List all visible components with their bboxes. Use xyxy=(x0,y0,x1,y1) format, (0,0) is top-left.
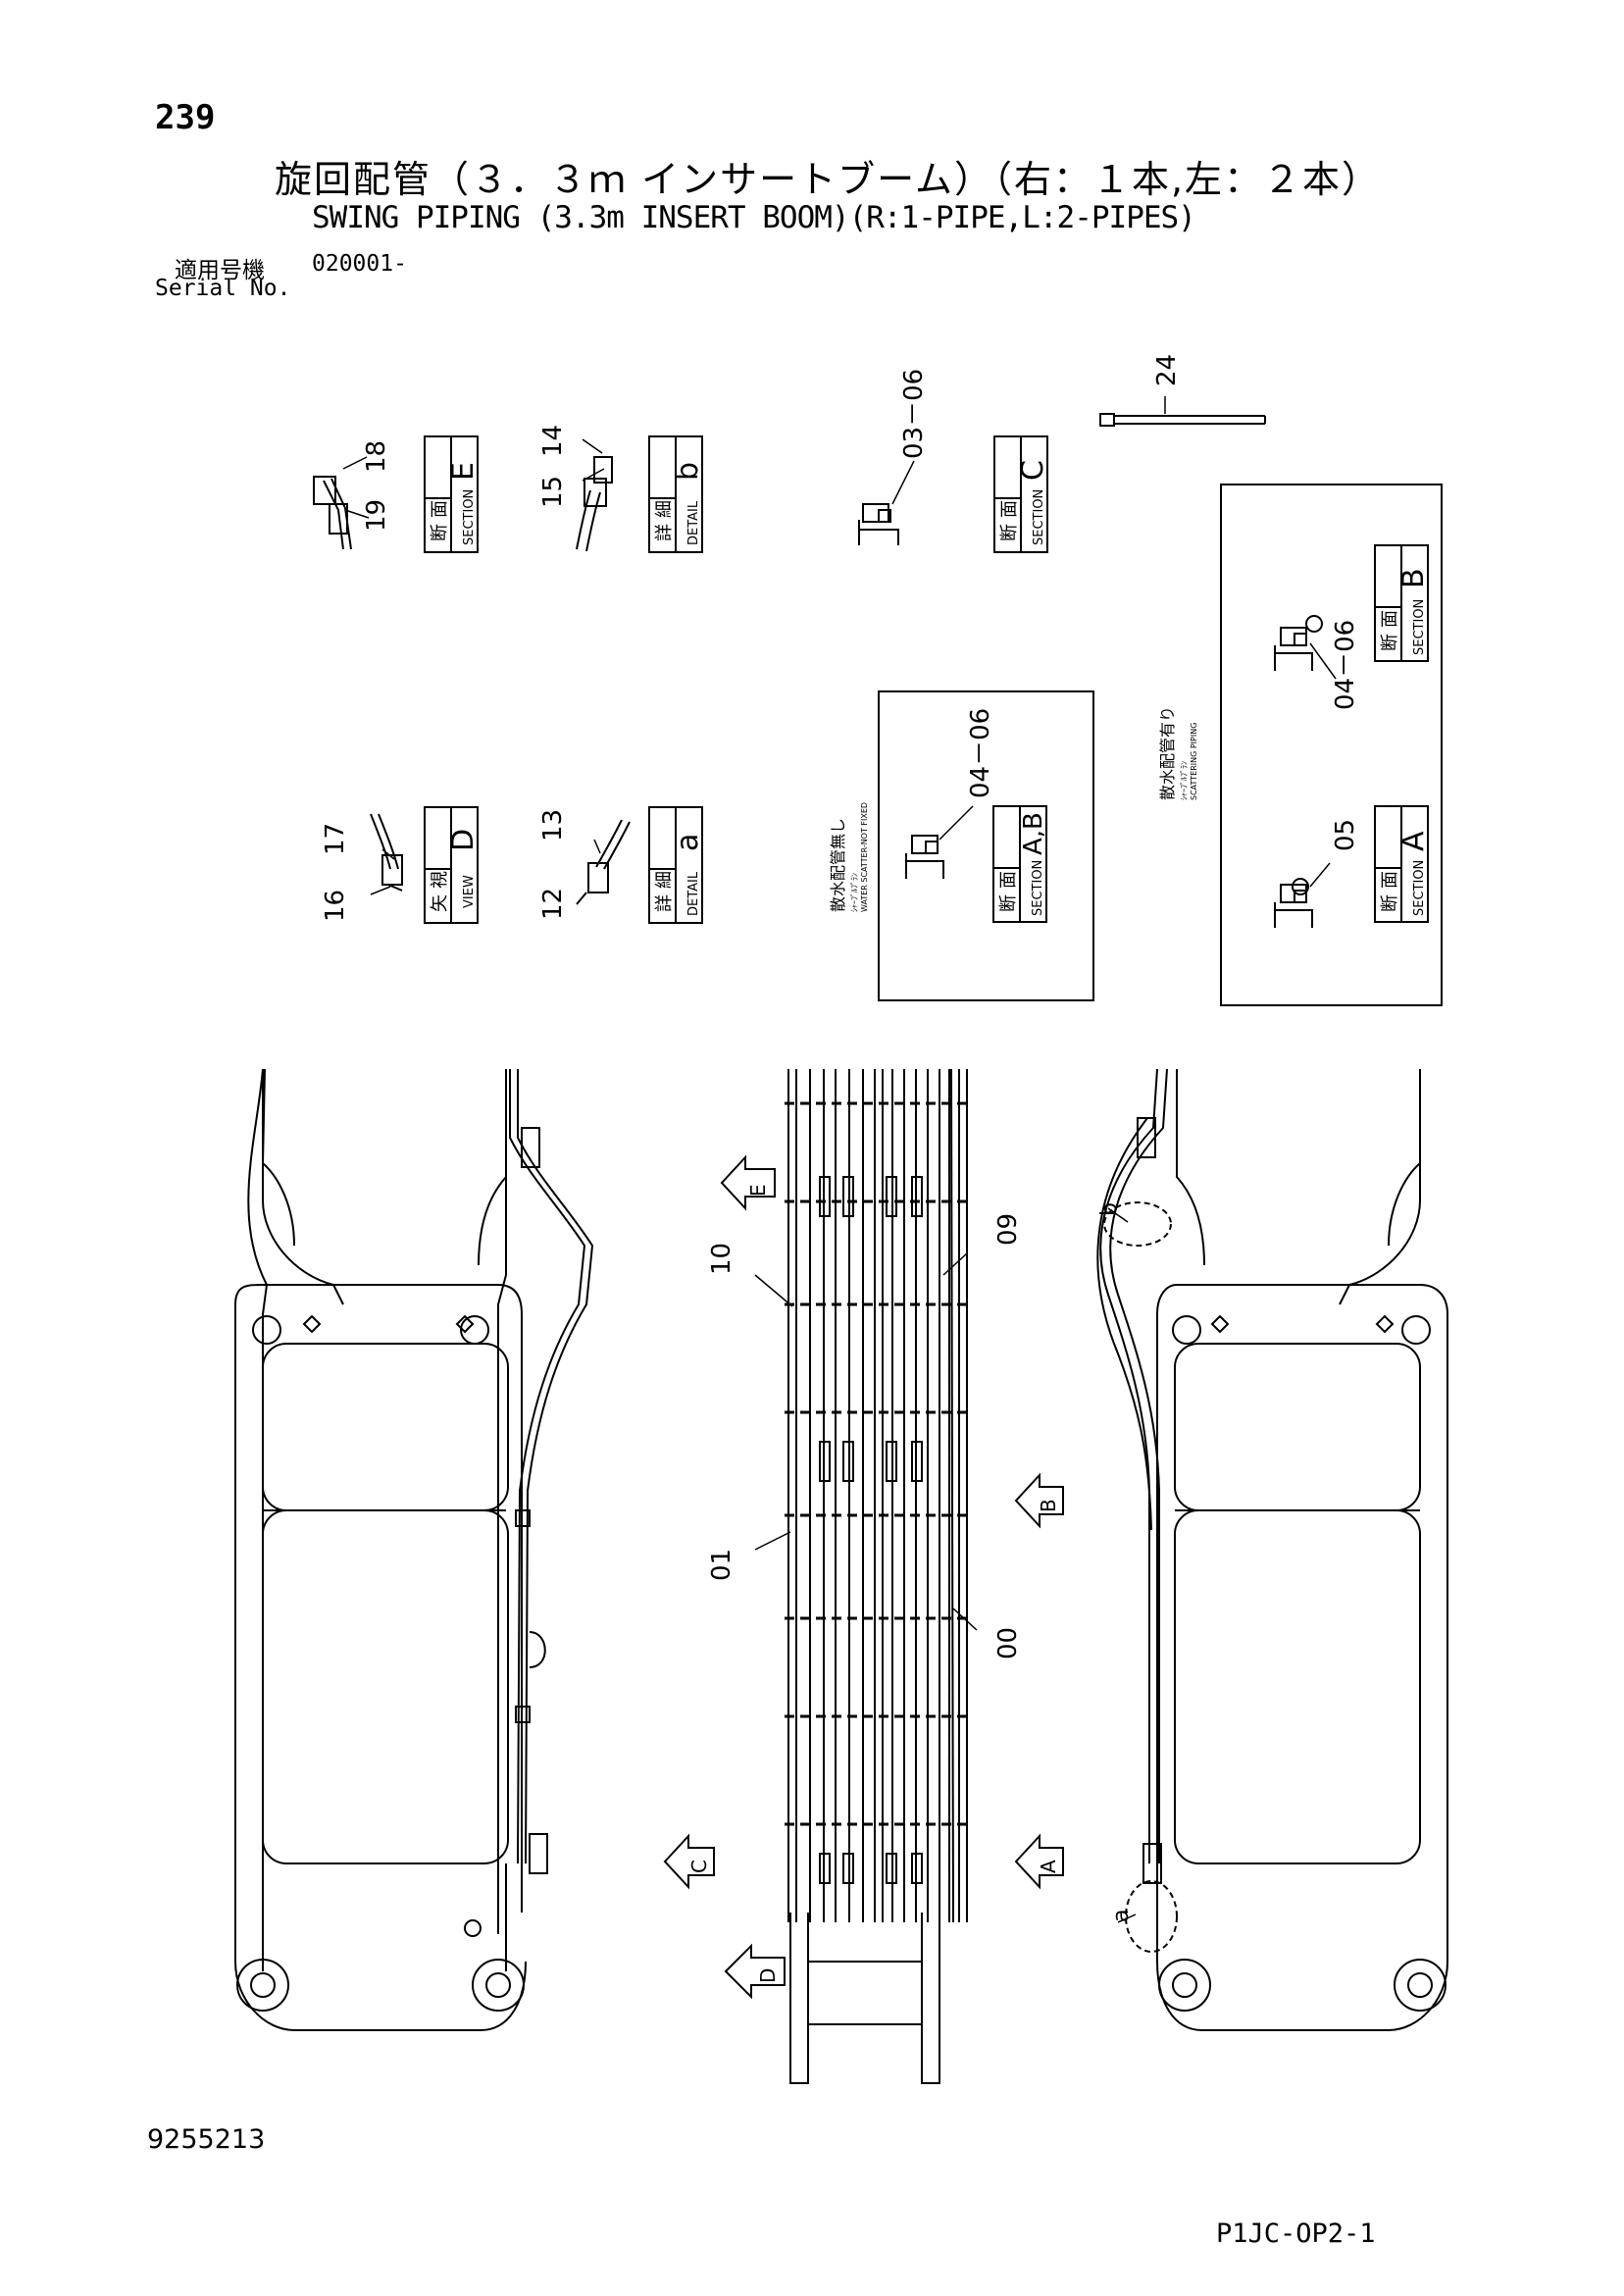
marker-e-letter: E xyxy=(746,1184,770,1197)
box-b-jp2: 細 xyxy=(654,500,675,518)
section-e-sketch xyxy=(313,456,370,550)
scatter-with-en2: SCATTERING PIPING xyxy=(1190,723,1198,800)
box-c-jp2: 面 xyxy=(999,500,1020,518)
box-ab-jp1: 断 xyxy=(998,894,1019,912)
box-e-jp2: 面 xyxy=(430,500,450,518)
box-ab-jp2: 面 xyxy=(998,871,1019,889)
part-14: 14 xyxy=(538,425,568,457)
box-sb-jp1: 断 xyxy=(1380,634,1400,651)
marker-b-letter: B xyxy=(1037,1499,1060,1512)
box-sb-letter: B xyxy=(1396,568,1431,588)
box-e-letter: E xyxy=(446,462,481,481)
box-e-en: SECTION xyxy=(462,489,477,545)
part-05: 05 xyxy=(1331,819,1360,851)
box-a-letter: a xyxy=(671,834,705,851)
box-d-jp2: 視 xyxy=(430,871,450,889)
scatter-without-en1: ｼｬｰﾌﾟﾙﾌﾟﾗﾝ xyxy=(850,873,859,912)
box-a-jp2: 細 xyxy=(654,871,675,889)
part-13: 13 xyxy=(538,809,568,842)
box-b-jp1: 詳 xyxy=(654,524,675,541)
marker-c-letter: C xyxy=(687,1860,711,1873)
part-15: 15 xyxy=(538,476,568,508)
part-09: 09 xyxy=(993,1213,1023,1246)
box-c-jp1: 断 xyxy=(999,524,1020,541)
with-scatter-frame xyxy=(1220,484,1443,1006)
serial-value: 020001- xyxy=(312,251,407,277)
part-03-06: 03－06 xyxy=(899,369,929,459)
box-sa-letter: A xyxy=(1396,831,1431,851)
scatter-without-en2: WATER SCATTER-NOT FIXED xyxy=(860,802,869,912)
part-12: 12 xyxy=(538,888,568,920)
part-00: 00 xyxy=(993,1627,1023,1659)
part-24-cable-tie xyxy=(1099,396,1266,427)
serial-label-english: Serial No. xyxy=(155,276,291,301)
box-d-en: VIEW xyxy=(462,875,477,908)
detail-a-marker: a xyxy=(1109,1910,1134,1922)
part-01: 01 xyxy=(707,1549,736,1581)
page-code: P1JC-OP2-1 xyxy=(1216,2219,1376,2249)
marker-d-arrow xyxy=(724,1943,786,2000)
part-19: 19 xyxy=(362,499,391,532)
box-a-jp1: 詳 xyxy=(654,894,675,912)
scatter-with-en1: ｼｬｰﾌﾟﾙﾌﾟﾗﾝ xyxy=(1180,761,1189,800)
marker-e-arrow xyxy=(720,1154,776,1211)
marker-a-letter: A xyxy=(1037,1860,1060,1873)
part-04-06-right: 04－06 xyxy=(1331,620,1360,710)
box-d-jp1: 矢 xyxy=(430,894,450,912)
box-sb-en: SECTION xyxy=(1412,599,1427,655)
serial-label-japanese: 適用号機 xyxy=(175,258,265,283)
marker-c-arrow xyxy=(663,1833,715,1890)
marker-b-arrow xyxy=(1014,1472,1064,1529)
detail-a-sketch xyxy=(576,819,631,905)
section-ab-sketch xyxy=(905,805,974,879)
box-sb-jp2: 面 xyxy=(1380,610,1400,628)
box-c-en: SECTION xyxy=(1032,489,1046,545)
box-ab-en: SECTION xyxy=(1031,860,1045,916)
view-d-sketch xyxy=(370,813,403,895)
part-04-06-mid: 04－06 xyxy=(966,708,995,798)
center-piping-view xyxy=(785,1068,971,2084)
without-scatter-frame xyxy=(878,690,1094,1001)
marker-a-arrow xyxy=(1014,1833,1064,1890)
marker-d-letter: D xyxy=(756,1968,780,1983)
left-boom-view xyxy=(234,1068,594,2031)
box-sa-jp1: 断 xyxy=(1380,894,1400,912)
box-a-en: DETAIL xyxy=(686,871,701,916)
section-b-sketch xyxy=(1274,615,1337,680)
scatter-without-jp: 散水配管無し xyxy=(829,818,847,912)
section-c-sketch xyxy=(858,460,915,545)
box-sa-jp2: 面 xyxy=(1380,871,1400,889)
box-sa-en: SECTION xyxy=(1412,860,1427,916)
scatter-with-jp: 散水配管有り xyxy=(1158,706,1177,800)
section-a-sketch xyxy=(1274,862,1331,928)
part-10: 10 xyxy=(707,1243,736,1275)
part-16: 16 xyxy=(321,890,350,922)
section-markers xyxy=(663,1154,1064,2000)
box-b-letter: b xyxy=(671,462,705,481)
part-17: 17 xyxy=(321,823,350,855)
detail-b-marker: b xyxy=(1097,1202,1122,1216)
document-number: 9255213 xyxy=(147,2124,266,2155)
part-24: 24 xyxy=(1152,354,1182,386)
page-number: 239 xyxy=(155,98,216,137)
box-ab-letter: A,B xyxy=(1019,812,1048,855)
part-18: 18 xyxy=(362,440,391,473)
title-english: SWING PIPING (3.3m INSERT BOOM)(R:1-PIPE… xyxy=(312,200,1196,235)
box-d-letter: D xyxy=(446,829,481,851)
box-b-en: DETAIL xyxy=(686,500,701,545)
title-japanese: 旋回配管（３．３ｍ インサートブーム）（右：１本,左：２本） xyxy=(275,158,1382,201)
box-e-jp1: 断 xyxy=(430,524,450,541)
box-c-letter: C xyxy=(1016,460,1050,481)
detail-b-sketch xyxy=(576,438,613,552)
right-boom-view xyxy=(1096,1068,1448,2031)
